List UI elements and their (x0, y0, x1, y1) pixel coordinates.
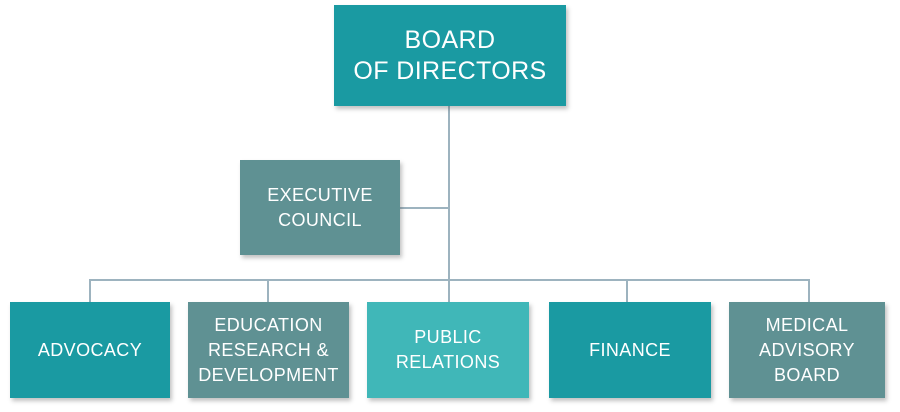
org-node-executive-council: EXECUTIVE COUNCIL (240, 160, 400, 255)
org-node-education-research-development: EDUCATION RESEARCH & DEVELOPMENT (188, 302, 349, 398)
connector-drop-advocacy (89, 279, 91, 302)
org-node-finance: FINANCE (549, 302, 711, 398)
org-node-advocacy: ADVOCACY (10, 302, 170, 398)
org-node-board-of-directors: BOARD OF DIRECTORS (334, 5, 566, 106)
org-node-public-relations: PUBLIC RELATIONS (367, 302, 529, 398)
connector-drop-public-relations (448, 279, 450, 302)
connector-drop-finance (626, 279, 628, 302)
connector-drop-education (267, 279, 269, 302)
org-node-medical-advisory-board: MEDICAL ADVISORY BOARD (729, 302, 885, 398)
connector-assistant-horizontal (400, 207, 450, 209)
connector-root-vertical (448, 106, 450, 281)
connector-drop-medical (808, 279, 810, 302)
